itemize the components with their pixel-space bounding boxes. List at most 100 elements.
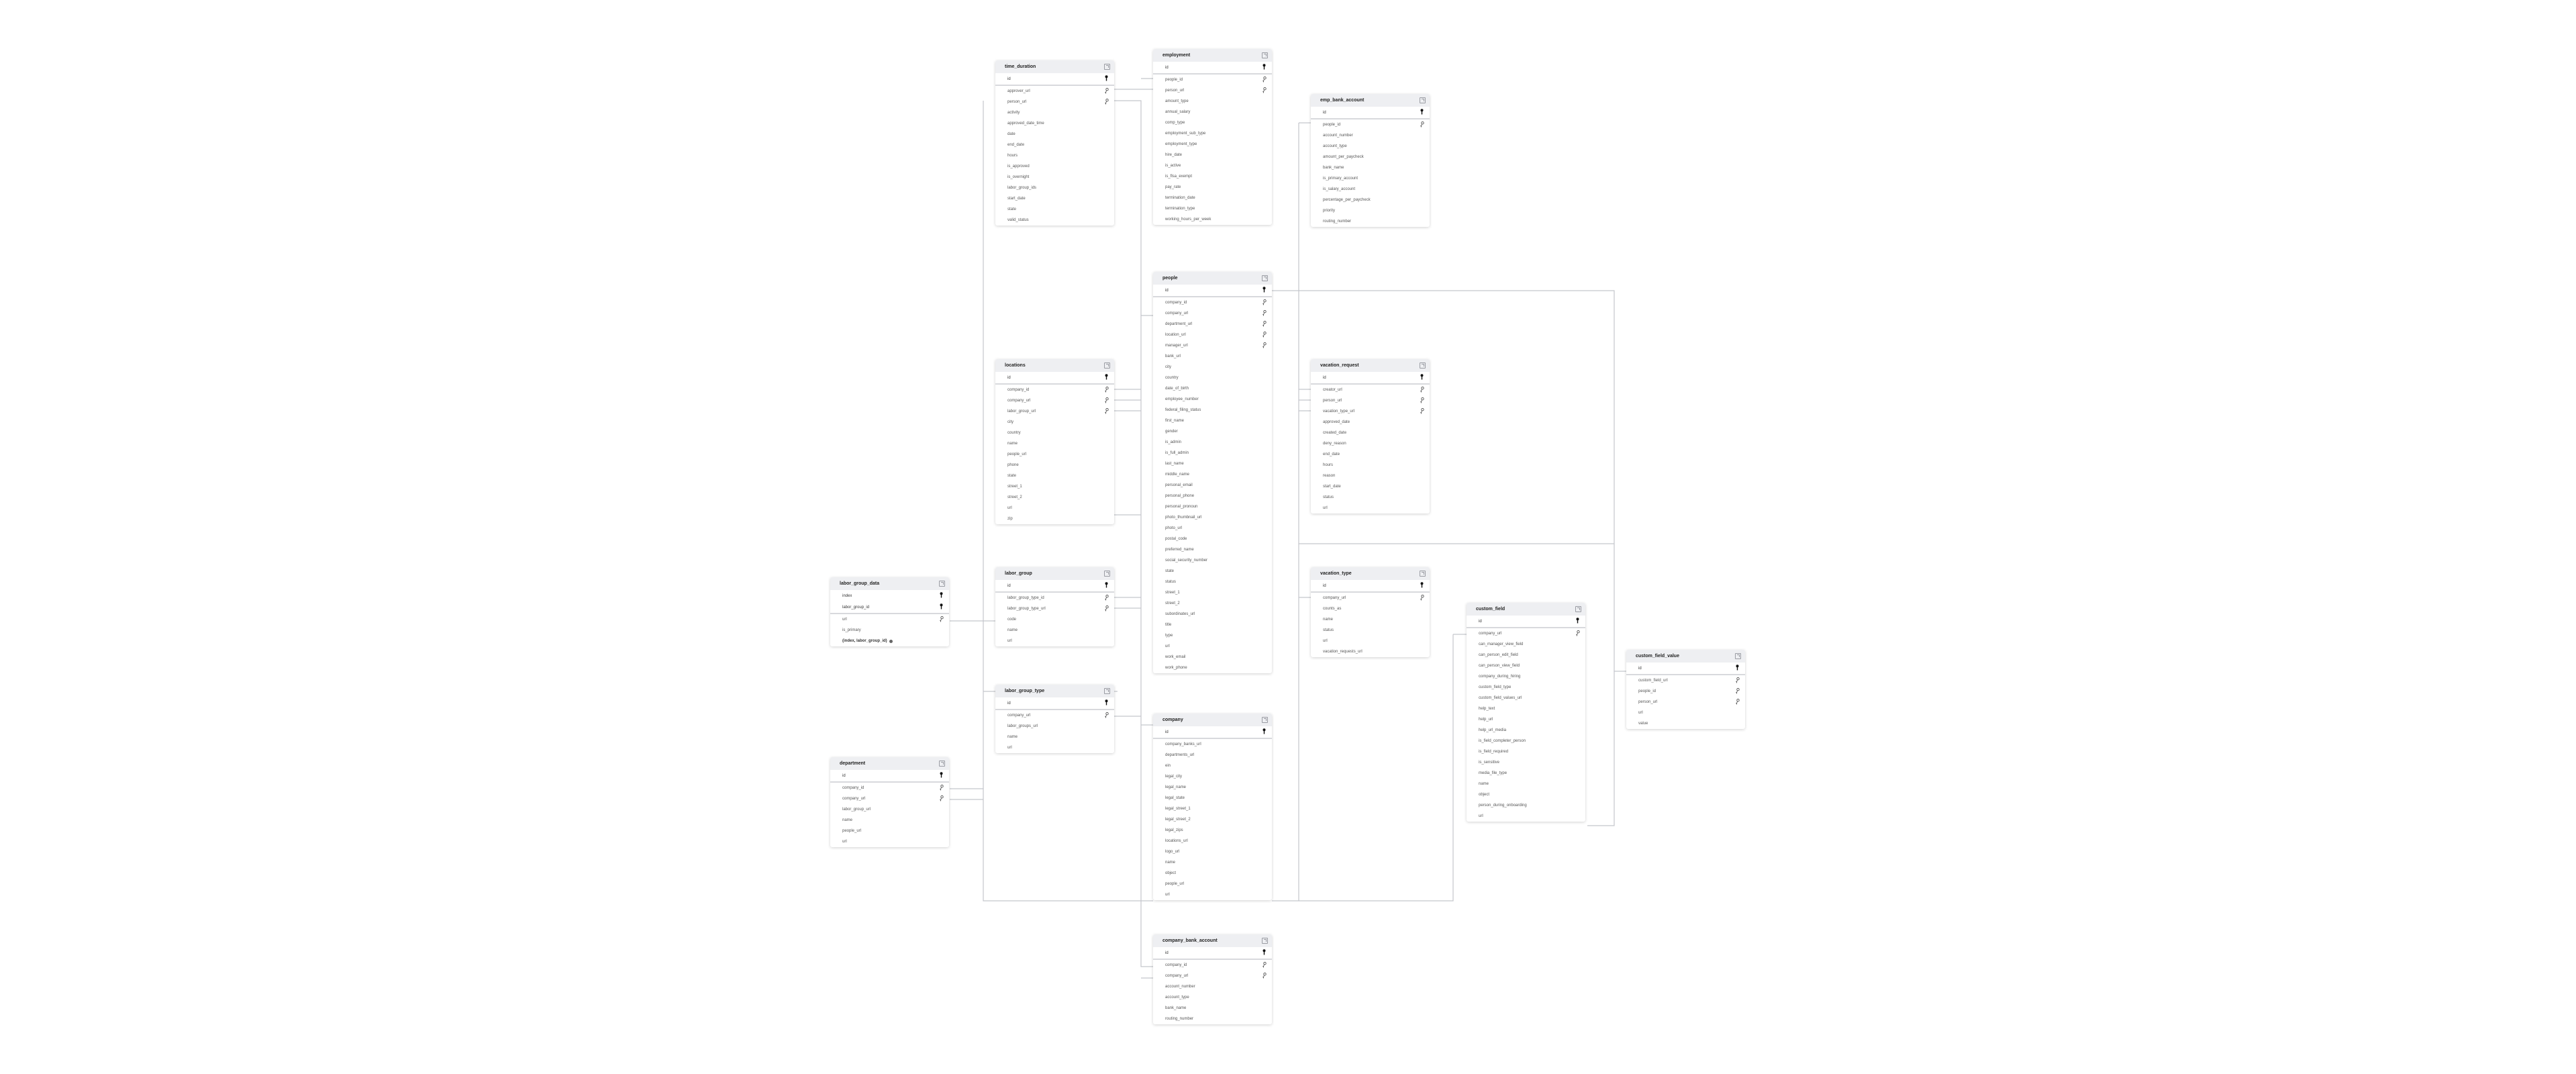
column-row[interactable]: subordinates_url: [1153, 609, 1272, 620]
primary-key-row[interactable]: id: [830, 770, 949, 781]
column-row[interactable]: approved_date: [1311, 417, 1430, 428]
column-row[interactable]: comp_type: [1153, 117, 1272, 128]
open-external-icon[interactable]: [1104, 688, 1110, 694]
column-row[interactable]: bank_url: [1153, 351, 1272, 362]
table-header[interactable]: company_bank_account: [1153, 934, 1272, 947]
column-row[interactable]: street_2: [1153, 598, 1272, 609]
table-header[interactable]: time_duration: [995, 60, 1114, 73]
column-row[interactable]: help_text: [1467, 703, 1585, 714]
column-row[interactable]: valid_status: [995, 215, 1114, 226]
column-row[interactable]: routing_number: [1311, 216, 1430, 227]
column-row[interactable]: hire_date: [1153, 150, 1272, 160]
column-row[interactable]: status: [1311, 492, 1430, 503]
column-row[interactable]: help_url_media: [1467, 725, 1585, 736]
column-row[interactable]: is_salary_account: [1311, 184, 1430, 195]
column-row[interactable]: can_person_view_field: [1467, 661, 1585, 671]
foreign-key-row[interactable]: labor_group_type_url: [995, 603, 1114, 614]
primary-key-row[interactable]: id: [1153, 285, 1272, 296]
column-row[interactable]: employee_number: [1153, 394, 1272, 405]
foreign-key-row[interactable]: company_url: [1153, 971, 1272, 981]
column-row[interactable]: legal_city: [1153, 771, 1272, 782]
column-row[interactable]: url: [1626, 707, 1745, 718]
column-row[interactable]: account_type: [1311, 141, 1430, 152]
column-row[interactable]: zip: [995, 514, 1114, 524]
column-row[interactable]: date: [995, 129, 1114, 140]
column-row[interactable]: url: [830, 836, 949, 847]
column-row[interactable]: termination_date: [1153, 193, 1272, 203]
table-header[interactable]: labor_group_type: [995, 685, 1114, 697]
primary-key-row[interactable]: id: [1311, 107, 1430, 118]
open-external-icon[interactable]: [1104, 64, 1110, 70]
foreign-key-row[interactable]: creator_url: [1311, 385, 1430, 395]
column-row[interactable]: country: [995, 428, 1114, 438]
open-external-icon[interactable]: [1262, 717, 1268, 723]
column-row[interactable]: company_during_hiring: [1467, 671, 1585, 682]
column-row[interactable]: name: [1153, 857, 1272, 868]
column-row[interactable]: url: [1467, 811, 1585, 822]
column-row[interactable]: url: [995, 742, 1114, 753]
foreign-key-row[interactable]: people_id: [1626, 686, 1745, 697]
foreign-key-row[interactable]: company_url: [1467, 628, 1585, 639]
column-row[interactable]: is_full_admin: [1153, 448, 1272, 458]
column-row[interactable]: amount_type: [1153, 96, 1272, 107]
open-external-icon[interactable]: [1262, 275, 1268, 281]
column-row[interactable]: middle_name: [1153, 469, 1272, 480]
column-row[interactable]: value: [1626, 718, 1745, 729]
column-row[interactable]: annual_salary: [1153, 107, 1272, 117]
column-row[interactable]: name: [830, 815, 949, 826]
column-row[interactable]: state: [995, 471, 1114, 481]
column-row[interactable]: state: [995, 204, 1114, 215]
column-row[interactable]: employment_sub_type: [1153, 128, 1272, 139]
column-row[interactable]: bank_name: [1311, 162, 1430, 173]
column-row[interactable]: reason: [1311, 471, 1430, 481]
column-row[interactable]: street_2: [995, 492, 1114, 503]
column-row[interactable]: status: [1311, 625, 1430, 636]
column-row[interactable]: custom_field_type: [1467, 682, 1585, 693]
column-row[interactable]: media_file_type: [1467, 768, 1585, 779]
table-header[interactable]: emp_bank_account: [1311, 94, 1430, 107]
open-external-icon[interactable]: [1420, 362, 1426, 369]
column-row[interactable]: city: [1153, 362, 1272, 373]
column-row[interactable]: is_field_required: [1467, 746, 1585, 757]
table-header[interactable]: locations: [995, 359, 1114, 372]
table-header[interactable]: custom_field: [1467, 603, 1585, 616]
column-row[interactable]: work_email: [1153, 652, 1272, 663]
column-row[interactable]: street_1: [1153, 587, 1272, 598]
foreign-key-row[interactable]: custom_field_url: [1626, 675, 1745, 686]
column-row[interactable]: name: [1311, 614, 1430, 625]
column-row[interactable]: federal_filing_status: [1153, 405, 1272, 416]
column-row[interactable]: percentage_per_paycheck: [1311, 195, 1430, 205]
column-row[interactable]: name: [995, 438, 1114, 449]
column-row[interactable]: deny_reason: [1311, 438, 1430, 449]
foreign-key-row[interactable]: company_id: [1153, 960, 1272, 971]
column-row[interactable]: activity: [995, 107, 1114, 118]
column-row[interactable]: account_number: [1153, 981, 1272, 992]
column-row[interactable]: account_type: [1153, 992, 1272, 1003]
primary-key-row[interactable]: id: [1311, 372, 1430, 383]
primary-key-row[interactable]: id: [1626, 663, 1745, 674]
foreign-key-row[interactable]: company_url: [1153, 308, 1272, 319]
column-row[interactable]: name: [995, 625, 1114, 636]
column-row[interactable]: type: [1153, 630, 1272, 641]
foreign-key-row[interactable]: company_url: [830, 793, 949, 804]
column-row[interactable]: departments_url: [1153, 750, 1272, 761]
column-row[interactable]: legal_street_2: [1153, 814, 1272, 825]
column-row[interactable]: state: [1153, 566, 1272, 577]
column-row[interactable]: name: [995, 732, 1114, 742]
foreign-key-row[interactable]: person_url: [1626, 697, 1745, 707]
column-row[interactable]: object: [1153, 868, 1272, 879]
foreign-key-row[interactable]: location_url: [1153, 330, 1272, 340]
foreign-key-row[interactable]: labor_group_type_id: [995, 593, 1114, 603]
column-row[interactable]: photo_thumbnail_url: [1153, 512, 1272, 523]
foreign-key-row[interactable]: people_id: [1153, 75, 1272, 85]
column-row[interactable]: is_overnight: [995, 172, 1114, 183]
column-row[interactable]: people_url: [830, 826, 949, 836]
column-row[interactable]: legal_name: [1153, 782, 1272, 793]
